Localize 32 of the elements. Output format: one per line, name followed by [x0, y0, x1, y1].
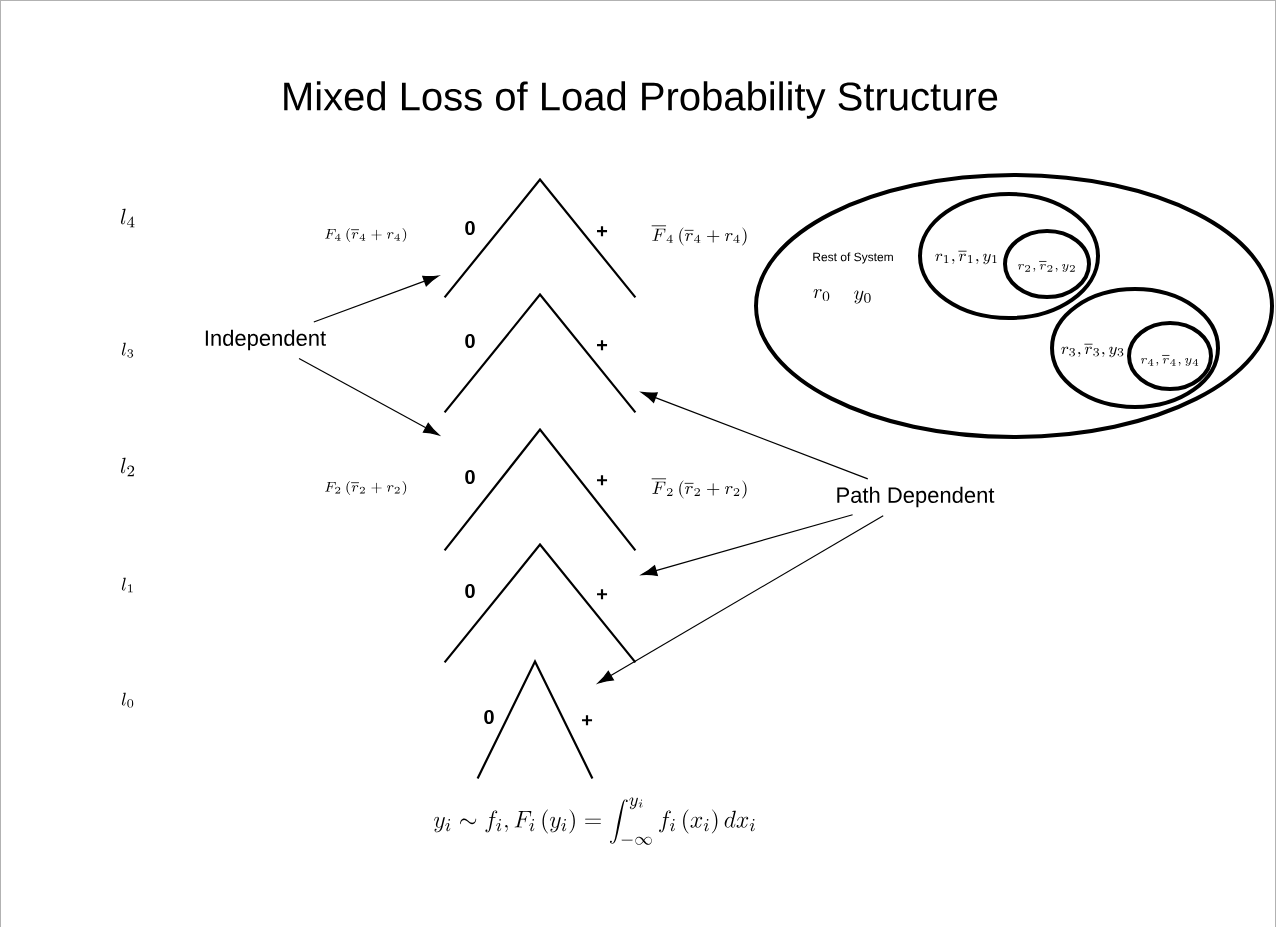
arrow [313, 275, 439, 323]
sign-label: + [582, 715, 593, 726]
sign-label: + [597, 589, 608, 600]
symbol-label: $r_2, \overline{r}_2, y_2$ [1017, 261, 1075, 272]
text-label: Independent [205, 329, 326, 351]
symbol-label: $r_4, \overline{r}_4, y_4$ [1140, 355, 1199, 366]
text-label: Path Dependent [837, 486, 995, 508]
symbol-label: $F_4\left(\overline{r}_4+r_4\right)$ [325, 228, 407, 242]
symbol-label: $r_0$ [813, 288, 830, 302]
sign-label: 0 [484, 709, 494, 725]
arrow [641, 514, 854, 577]
symbol-label: $l_2$ [120, 457, 135, 477]
symbol-label: $y_0$ [854, 290, 871, 304]
symbol-label: $F_2\left(\overline{r}_2+r_2\right)$ [325, 481, 407, 495]
symbol-label: $l_0$ [121, 692, 134, 708]
symbol-label: $r_3, \overline{r}_3, y_3$ [1061, 344, 1124, 358]
sign-label: 0 [465, 469, 475, 485]
symbol-label: $l_1$ [121, 577, 133, 593]
sign-label: 0 [465, 583, 475, 599]
sign-label: 0 [465, 333, 475, 349]
sign-label: 0 [465, 220, 475, 236]
arrow [597, 515, 884, 684]
sign-label: + [597, 226, 608, 237]
sign-label: + [597, 340, 608, 351]
symbol-label: $l_4$ [120, 208, 135, 228]
symbol-label: $r_1, \overline{r}_1, y_1$ [935, 251, 997, 265]
sign-label: + [597, 475, 608, 486]
arrow [641, 391, 869, 480]
title: Mixed Loss of Load Probability Structure [284, 81, 998, 119]
symbol-label: $l_3$ [121, 342, 134, 358]
arrow [298, 357, 440, 436]
ellipse-label: Rest of System [813, 252, 893, 264]
